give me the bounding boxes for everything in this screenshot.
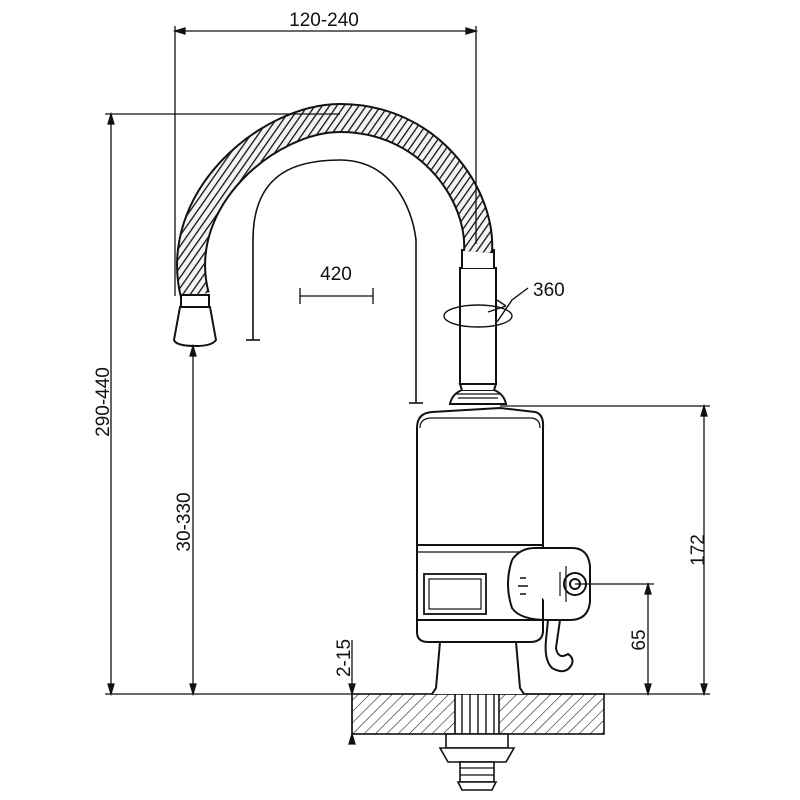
mount-thickness-dimension (348, 640, 356, 745)
body-height-label: 172 (688, 534, 709, 566)
lever-height-label: 65 (629, 629, 650, 650)
rotation-indicator (443, 287, 529, 328)
flexible-hose (176, 102, 494, 300)
lever-handle (507, 547, 591, 673)
mount-thickness-label: 2-15 (334, 639, 355, 677)
rotation-label: 360 (533, 280, 565, 301)
temperature-display (423, 573, 487, 615)
lever-height-dimension (575, 581, 654, 697)
total-height-dimension (105, 111, 352, 697)
spout-height-label: 30-330 (174, 492, 195, 551)
swing-arc (246, 159, 423, 404)
body-height-dimension (500, 403, 710, 697)
mounting-hardware (438, 693, 516, 791)
aerator-nozzle (172, 294, 218, 348)
reach-label: 120-240 (289, 10, 359, 31)
total-height-label: 290-440 (93, 367, 114, 437)
reach-dimension (172, 26, 479, 296)
spout-height-dimension (189, 343, 197, 697)
swing-span-dimension (299, 288, 374, 304)
swing-span-label: 420 (320, 264, 352, 285)
